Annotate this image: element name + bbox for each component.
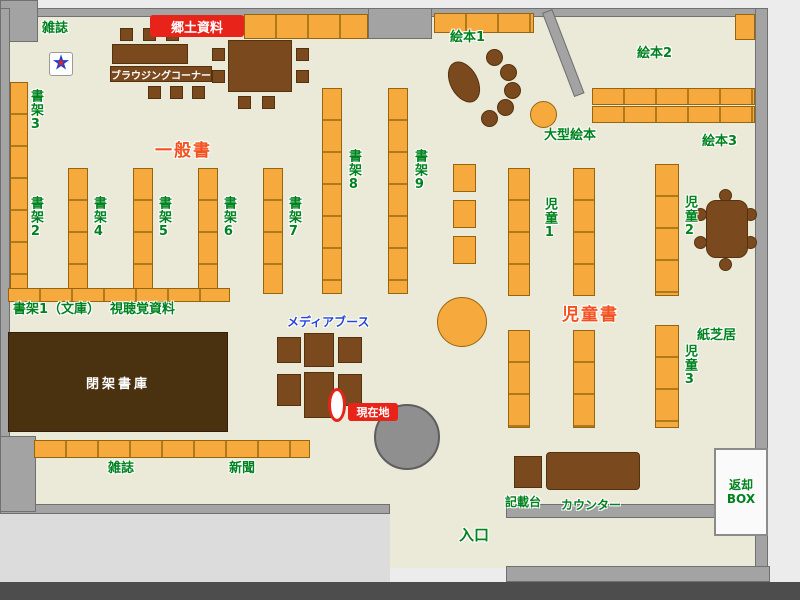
media-booth-label: メディアブース <box>287 315 370 329</box>
shelf3-label: 書架3 <box>27 89 43 133</box>
children1-label: 児童1 <box>541 197 557 241</box>
wall-left <box>0 8 10 508</box>
writing-desk <box>514 456 542 488</box>
chair <box>192 86 205 99</box>
story-stool <box>481 110 498 127</box>
wall-corner-bottom-left <box>0 436 36 512</box>
island-shelf-block <box>453 236 476 264</box>
counter-label: カウンター <box>561 498 622 512</box>
closed-stacks-room: 閉架書庫 <box>8 332 228 432</box>
closed-stacks-label: 閉架書庫 <box>85 376 150 392</box>
bookshelf-2-3-wall <box>10 82 28 294</box>
children-shelf-lower-a <box>508 330 530 428</box>
picture-book2-shelf-row1 <box>592 88 755 105</box>
browsing-table <box>112 44 188 64</box>
story-stool <box>504 82 521 99</box>
picture-book1-label: 絵本1 <box>450 30 486 45</box>
picture-book2-shelf-row2 <box>592 106 755 123</box>
chair-round <box>719 258 732 271</box>
round-table <box>437 297 487 347</box>
bookshelf-9 <box>388 88 408 294</box>
outside-area-bottom-left <box>0 513 390 583</box>
bookshelf-4 <box>68 168 88 294</box>
bookshelf-8 <box>322 88 342 294</box>
picture-book3-label: 絵本3 <box>702 134 738 149</box>
chair <box>212 70 225 83</box>
chair <box>238 96 251 109</box>
bookshelf-7 <box>263 168 283 294</box>
story-stool <box>486 49 503 66</box>
large-picture-book-label: 大型絵本 <box>544 128 597 143</box>
children-shelf-lower-b <box>573 330 595 428</box>
counter-desk <box>546 452 640 490</box>
return-box-label-line1: 返却 <box>728 477 753 492</box>
children3-shelf <box>655 325 679 428</box>
picture-book1-shelf <box>434 13 534 33</box>
chair <box>170 86 183 99</box>
wall-pillar-top-center <box>368 8 432 39</box>
children-books-area-label: 児童書 <box>562 305 619 325</box>
picture-book2-label: 絵本2 <box>637 46 673 61</box>
current-location-tag: 現在地 <box>348 403 398 421</box>
story-stool <box>500 64 517 81</box>
browsing-table <box>228 40 292 92</box>
bookshelf-5 <box>133 168 153 294</box>
children1-shelf-b <box>573 168 595 296</box>
writing-desk-label: 記載台 <box>505 495 542 509</box>
chair <box>262 96 275 109</box>
return-box-label-line2: BOX <box>726 492 756 506</box>
audio-visual-label: 視聴覚資料 <box>110 302 176 317</box>
shelf7-label: 書架7 <box>285 196 301 240</box>
local-materials-tag: 郷土資料 <box>150 15 244 37</box>
audio-visual-shelf <box>8 288 230 302</box>
wall-bottom-left <box>0 504 390 514</box>
story-stool <box>497 99 514 116</box>
large-picture-book-table <box>530 101 557 128</box>
magazine-newspaper-shelf <box>34 440 310 458</box>
wall-outer-sidewalk <box>506 566 770 582</box>
children3-label: 児童3 <box>681 344 697 388</box>
shelf1-bunko-label: 書架1（文庫） <box>13 302 101 317</box>
corner-shelf-top-right <box>735 14 755 40</box>
island-shelf-block <box>453 200 476 228</box>
magazine-bottom-label: 雑誌 <box>108 461 135 476</box>
browsing-corner-label: ブラウジングコーナー <box>110 66 212 82</box>
entrance-label: 入口 <box>459 526 490 544</box>
media-booth-seat <box>338 337 362 363</box>
newspaper-label: 新聞 <box>229 461 256 476</box>
current-location-marker <box>328 388 346 422</box>
media-booth-seat <box>277 337 301 363</box>
shelf5-label: 書架5 <box>155 196 171 240</box>
shelf6-label: 書架6 <box>220 196 236 240</box>
kamishibai-label: 紙芝居 <box>697 328 737 343</box>
chair <box>296 48 309 61</box>
shelf8-label: 書架8 <box>345 149 361 193</box>
children-table <box>706 200 748 258</box>
children2-shelf <box>655 164 679 296</box>
children1-shelf-a <box>508 168 530 296</box>
local-materials-shelf <box>244 14 368 39</box>
media-booth-seat <box>304 333 334 367</box>
chair <box>212 48 225 61</box>
media-booth-seat <box>277 374 301 406</box>
outer-bottom-strip <box>0 582 800 600</box>
bookshelf-6 <box>198 168 218 294</box>
chair <box>148 86 161 99</box>
shelf2-label: 書架2 <box>27 196 43 240</box>
general-books-area-label: 一般書 <box>155 141 212 161</box>
chair <box>120 28 133 41</box>
chair <box>296 70 309 83</box>
magazine-star-icon: ★ ★ <box>49 52 73 76</box>
island-shelf-block <box>453 164 476 192</box>
shelf4-label: 書架4 <box>90 196 106 240</box>
children2-label: 児童2 <box>681 195 697 239</box>
shelf9-label: 書架9 <box>411 149 427 193</box>
return-box: 返却 BOX <box>714 448 768 536</box>
magazine-top-label: 雑誌 <box>42 21 69 36</box>
